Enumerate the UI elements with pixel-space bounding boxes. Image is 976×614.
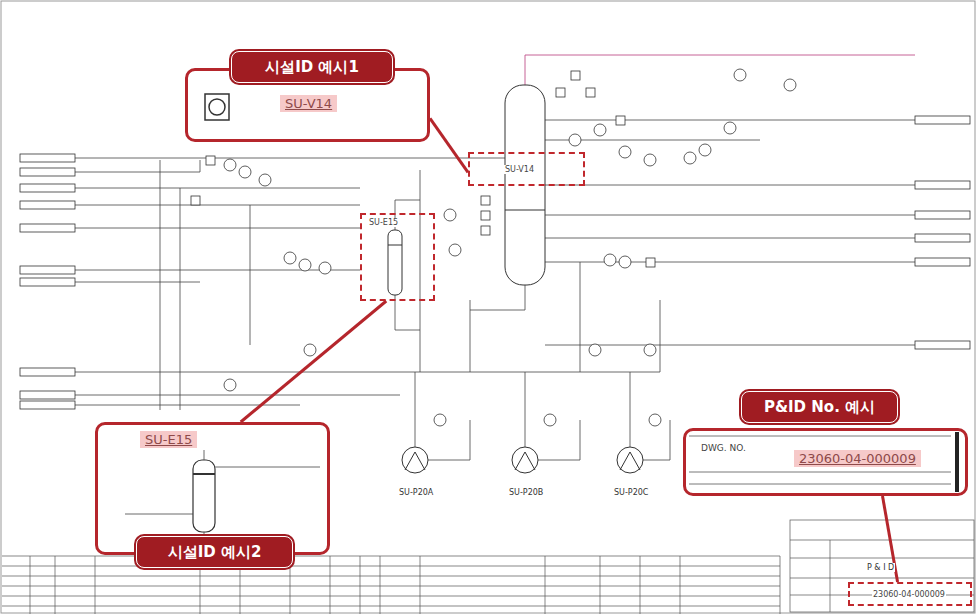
callout-box: P&ID No. 예시DWG. NO.23060-04-000009 bbox=[683, 428, 968, 496]
process-lines bbox=[75, 120, 915, 460]
pump-symbols bbox=[402, 447, 643, 473]
equipment-tag: SU-P20C bbox=[613, 488, 649, 497]
equipment-tag: SU-P20B bbox=[508, 488, 544, 497]
callout-leader bbox=[883, 496, 898, 582]
facility-id: SU-V14 bbox=[504, 165, 535, 174]
callout-heading: 시설ID 예시1 bbox=[231, 51, 393, 83]
highlight-frame: SU-V14 bbox=[468, 152, 585, 186]
callout-box: 시설ID 예시2SU-E15 bbox=[95, 422, 330, 555]
highlight-frame: 23060-04-000009 bbox=[848, 582, 972, 606]
callout-leader bbox=[430, 118, 468, 172]
callout-leader bbox=[241, 301, 387, 422]
drawing-number: 23060-04-000009 bbox=[872, 590, 946, 599]
callout-box: 시설ID 예시1SU-V14 bbox=[185, 68, 430, 142]
tag-boxes bbox=[20, 116, 970, 409]
callout-heading: 시설ID 예시2 bbox=[136, 536, 293, 568]
highlight-line bbox=[525, 55, 915, 90]
highlight-frame: SU-E15 bbox=[360, 213, 435, 301]
facility-id: SU-V14 bbox=[280, 95, 337, 112]
drawing-number: 23060-04-000009 bbox=[794, 450, 921, 467]
callout-heading: P&ID No. 예시 bbox=[741, 391, 898, 423]
facility-id: SU-E15 bbox=[140, 431, 197, 448]
sheet-title: P & I D bbox=[866, 563, 895, 572]
facility-id: SU-E15 bbox=[368, 218, 399, 227]
equipment-tag: SU-P20A bbox=[398, 488, 434, 497]
field-label: DWG. NO. bbox=[700, 443, 747, 453]
valve-icon bbox=[204, 93, 230, 121]
